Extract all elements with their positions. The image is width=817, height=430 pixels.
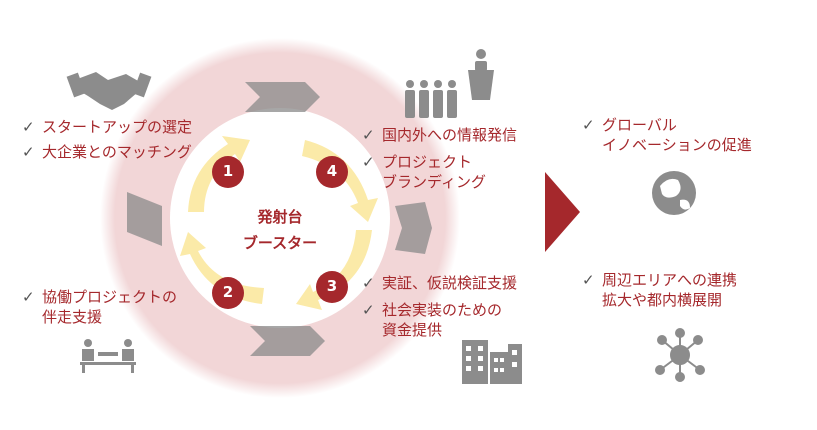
big-arrow	[545, 172, 580, 252]
center-line1: 発射台	[257, 208, 303, 226]
right-top-item-1: ✓国内外への情報発信	[362, 126, 518, 144]
step-number-1: 1	[222, 162, 234, 180]
step-circle-3	[316, 271, 348, 303]
step-circle-1	[212, 156, 244, 188]
check-icon: ✓	[22, 288, 35, 306]
chevron-right	[395, 202, 432, 254]
left-top-item-2: ✓大企業とのマッチング	[22, 143, 192, 161]
check-icon: ✓	[362, 274, 375, 292]
left-top-item-1: ✓スタートアップの選定	[22, 118, 193, 136]
check-icon: ✓	[22, 118, 35, 136]
step-number-2: 2	[222, 283, 234, 301]
check-icon: ✓	[362, 126, 375, 144]
left-bottom-item: ✓協働プロジェクトの 伴走支援	[22, 288, 178, 326]
right-bottom-item-2: ✓社会実装のための 資金提供	[362, 301, 503, 339]
check-icon: ✓	[362, 301, 375, 319]
outcome-bottom: ✓周辺エリアへの連携 拡大や都内横展開	[582, 271, 738, 309]
step-circle-4	[316, 156, 348, 188]
chevron-left	[127, 192, 162, 246]
chevron-top	[245, 82, 320, 112]
check-icon: ✓	[362, 153, 375, 171]
step-number-3: 3	[326, 277, 338, 295]
step-circle-2	[212, 277, 244, 309]
network-icon	[655, 328, 705, 382]
meeting-icon	[80, 339, 136, 373]
handshake-icon	[66, 72, 152, 110]
center-line2: ブースター	[242, 234, 318, 252]
audience-icon	[405, 49, 494, 118]
center-label: 発射台 ブースター	[220, 204, 340, 256]
step-number-4: 4	[326, 162, 338, 180]
check-icon: ✓	[22, 143, 35, 161]
right-top-item-2: ✓プロジェクト ブランディング	[362, 153, 486, 191]
check-icon: ✓	[582, 271, 595, 289]
globe-icon	[652, 171, 696, 215]
chevron-bottom	[250, 326, 325, 356]
outcome-top: ✓グローバル イノベーションの促進	[582, 116, 752, 154]
right-bottom-item-1: ✓実証、仮説検証支援	[362, 274, 518, 292]
buildings-icon	[462, 340, 522, 384]
check-icon: ✓	[582, 116, 595, 134]
